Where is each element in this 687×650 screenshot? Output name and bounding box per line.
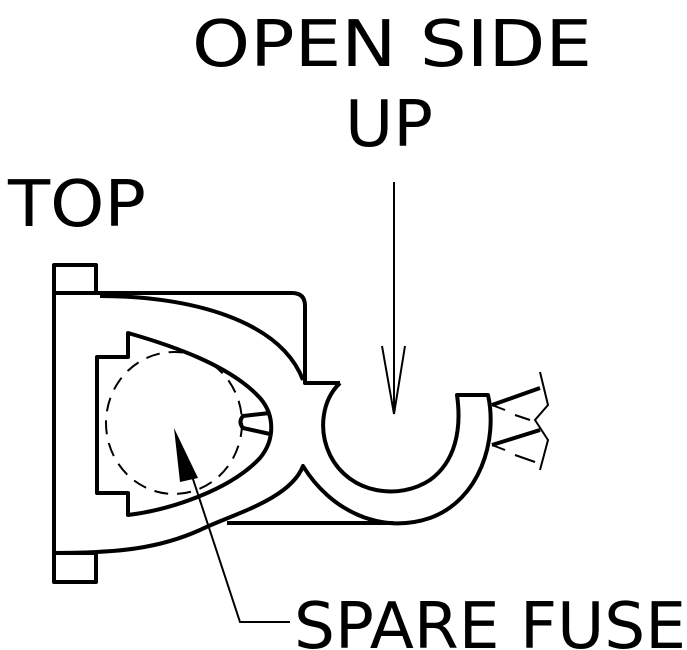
label-open-side: OPEN SIDE [192, 8, 592, 82]
open-side-arrow [381, 182, 406, 415]
wire-break [491, 371, 550, 471]
spare-fuse-outline [105, 351, 243, 495]
bottom-mounting-tab [52, 551, 98, 584]
label-spare-fuse: SPARE FUSE [294, 590, 686, 650]
label-top: TOP [7, 168, 146, 242]
fuse-holder-body [52, 263, 493, 584]
top-mounting-tab [52, 263, 98, 295]
spare-fuse-leader-arrow [174, 428, 290, 623]
fuse-cavity [95, 331, 274, 517]
label-up: UP [345, 88, 433, 162]
